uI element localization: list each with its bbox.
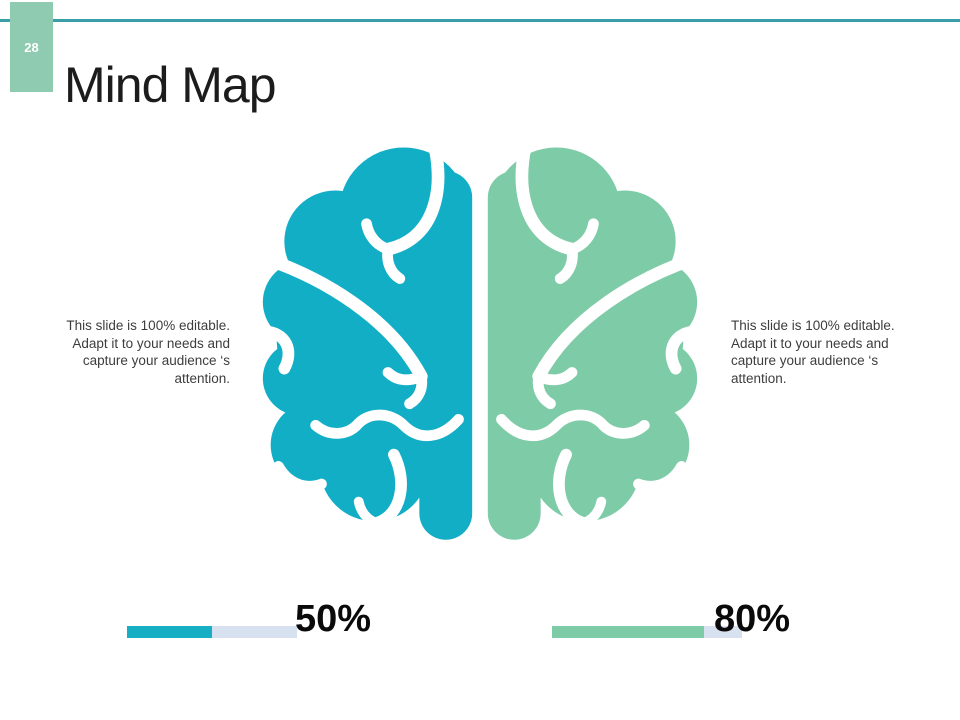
page-number-badge: 28 [10, 2, 53, 92]
page-number: 28 [24, 39, 39, 55]
brain-graphic [255, 140, 705, 558]
note-right: This slide is 100% editable. Adapt it to… [731, 318, 895, 386]
slide-title: Mind Map [64, 56, 277, 113]
progress-bar-right-fill [552, 626, 704, 638]
left-hemisphere [263, 147, 472, 539]
progress-bar-right-track [552, 626, 742, 638]
right-hemisphere [488, 147, 697, 539]
progress-bar-left-track [127, 626, 297, 638]
note-left: This slide is 100% editable. Adapt it to… [66, 318, 230, 386]
progress-label-left: 50% [295, 598, 372, 640]
progress-bar-left-fill [127, 626, 212, 638]
top-rule [0, 19, 960, 22]
progress-label-right: 80% [714, 598, 791, 640]
